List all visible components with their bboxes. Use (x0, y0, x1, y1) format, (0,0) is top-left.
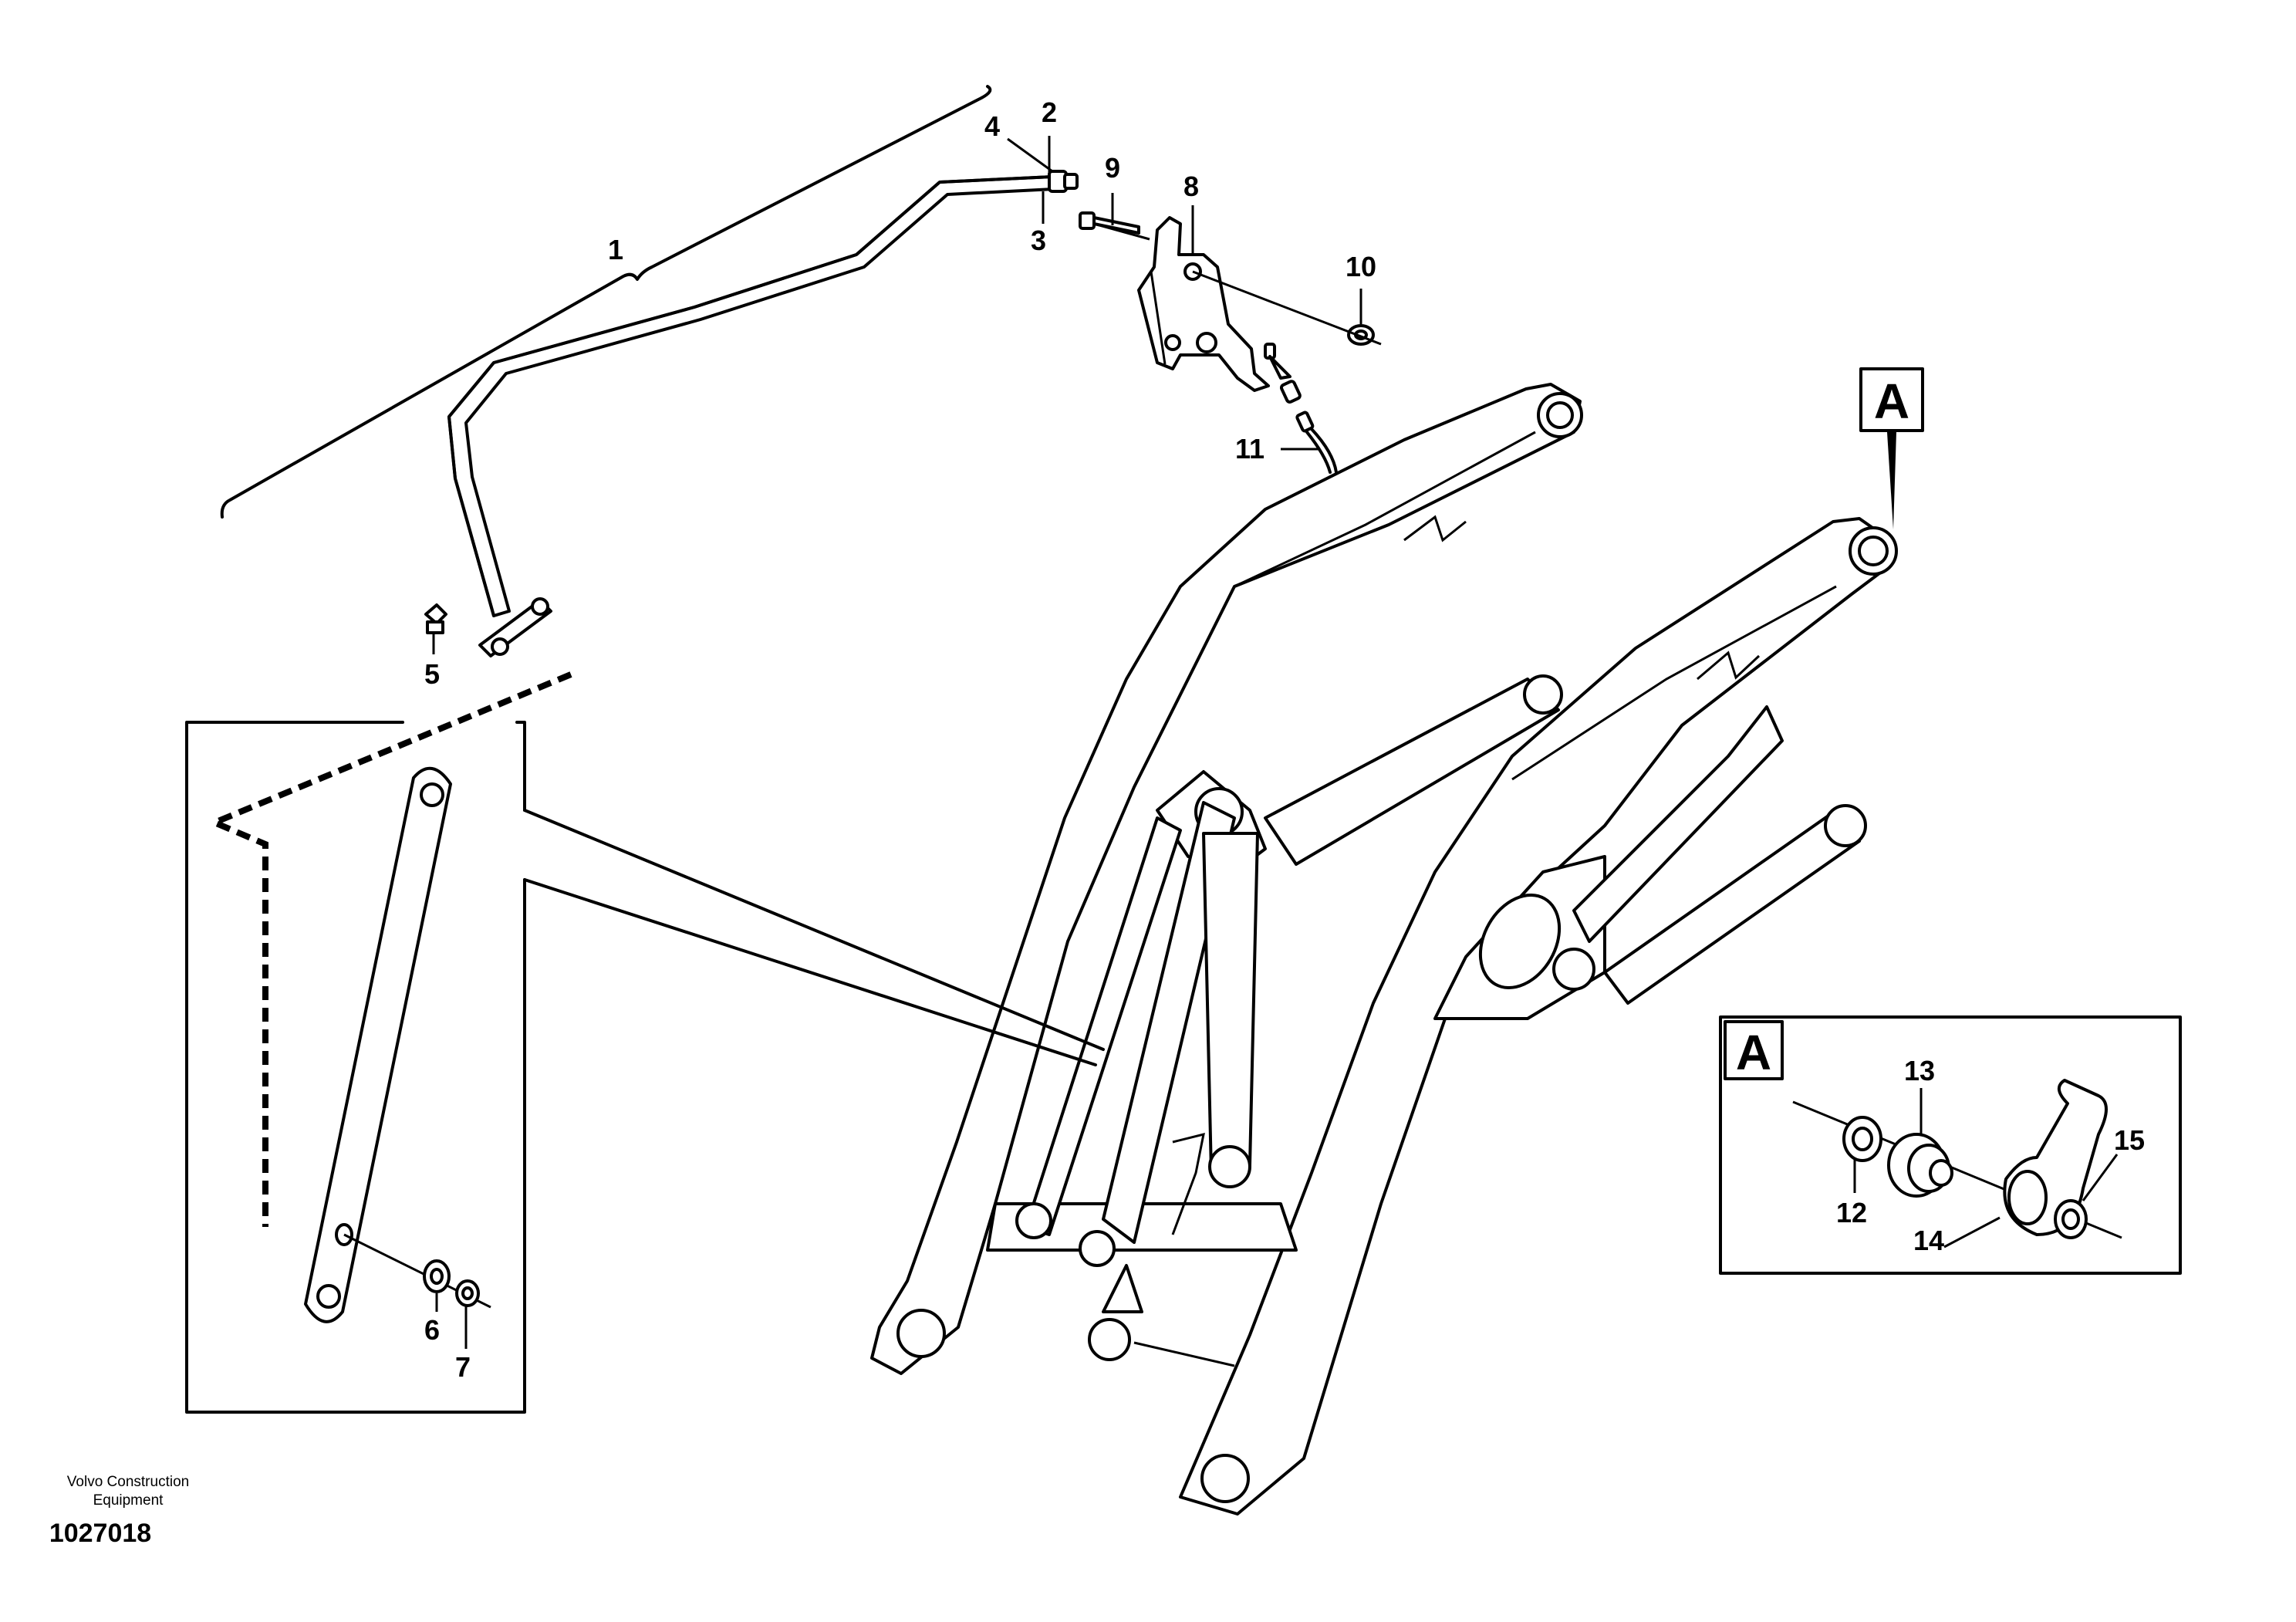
callout-3: 3 (1031, 225, 1046, 256)
leader-lines (432, 136, 2119, 1349)
callout-1-bracket (220, 85, 992, 519)
callout-4: 4 (984, 110, 1000, 142)
callout-11: 11 (1235, 433, 1264, 465)
lubrication-pipe (447, 174, 1070, 617)
pipe-end-fitting (1048, 170, 1079, 193)
grease-nipple-5 (424, 603, 447, 634)
washer-6 (423, 1259, 451, 1293)
callout-13: 13 (1904, 1055, 1935, 1086)
callout-7: 7 (455, 1351, 471, 1383)
bolt-axis (1093, 222, 1382, 346)
company-name-line1: Volvo Construction (67, 1474, 189, 1490)
bushing-13 (1887, 1133, 1953, 1198)
link-detail-inset (185, 671, 572, 1414)
nut-15 (2054, 1199, 2088, 1239)
hose-11 (1264, 343, 1338, 474)
link-bar (304, 766, 452, 1323)
callout-9: 9 (1105, 152, 1120, 184)
nut-10 (1347, 324, 1375, 346)
detail-view-label: A (1736, 1025, 1771, 1080)
callout-15: 15 (2114, 1124, 2145, 1156)
bolt-9 (1079, 211, 1140, 235)
callout-numbers: 1 2 4 3 9 8 10 11 5 6 7 12 13 14 15 (424, 96, 2145, 1383)
callout-8: 8 (1183, 171, 1199, 202)
callout-12: 12 (1836, 1197, 1867, 1228)
footer: Volvo Construction Equipment 1027018 (49, 1474, 189, 1548)
callout-14: 14 (1913, 1225, 1944, 1256)
illustration-number: 1027018 (49, 1519, 151, 1548)
callout-2: 2 (1042, 96, 1057, 128)
mounting-bracket (1137, 216, 1270, 392)
callout-1: 1 (608, 234, 623, 265)
pipe-clamp-plate (478, 597, 552, 657)
company-name-line2: Equipment (93, 1492, 164, 1509)
callout-10: 10 (1346, 251, 1376, 282)
nut-7 (455, 1279, 480, 1307)
callout-6: 6 (424, 1314, 440, 1346)
detail-view-a: A (1719, 1015, 2182, 1275)
view-marker-label: A (1874, 373, 1909, 429)
inset-leader (523, 809, 1105, 1066)
view-marker-a: A (1859, 367, 1924, 529)
lift-arm-frame (870, 383, 1898, 1516)
bracket-plate-14 (2003, 1079, 2108, 1236)
washer-12 (1842, 1116, 1882, 1162)
callout-5: 5 (424, 658, 440, 690)
